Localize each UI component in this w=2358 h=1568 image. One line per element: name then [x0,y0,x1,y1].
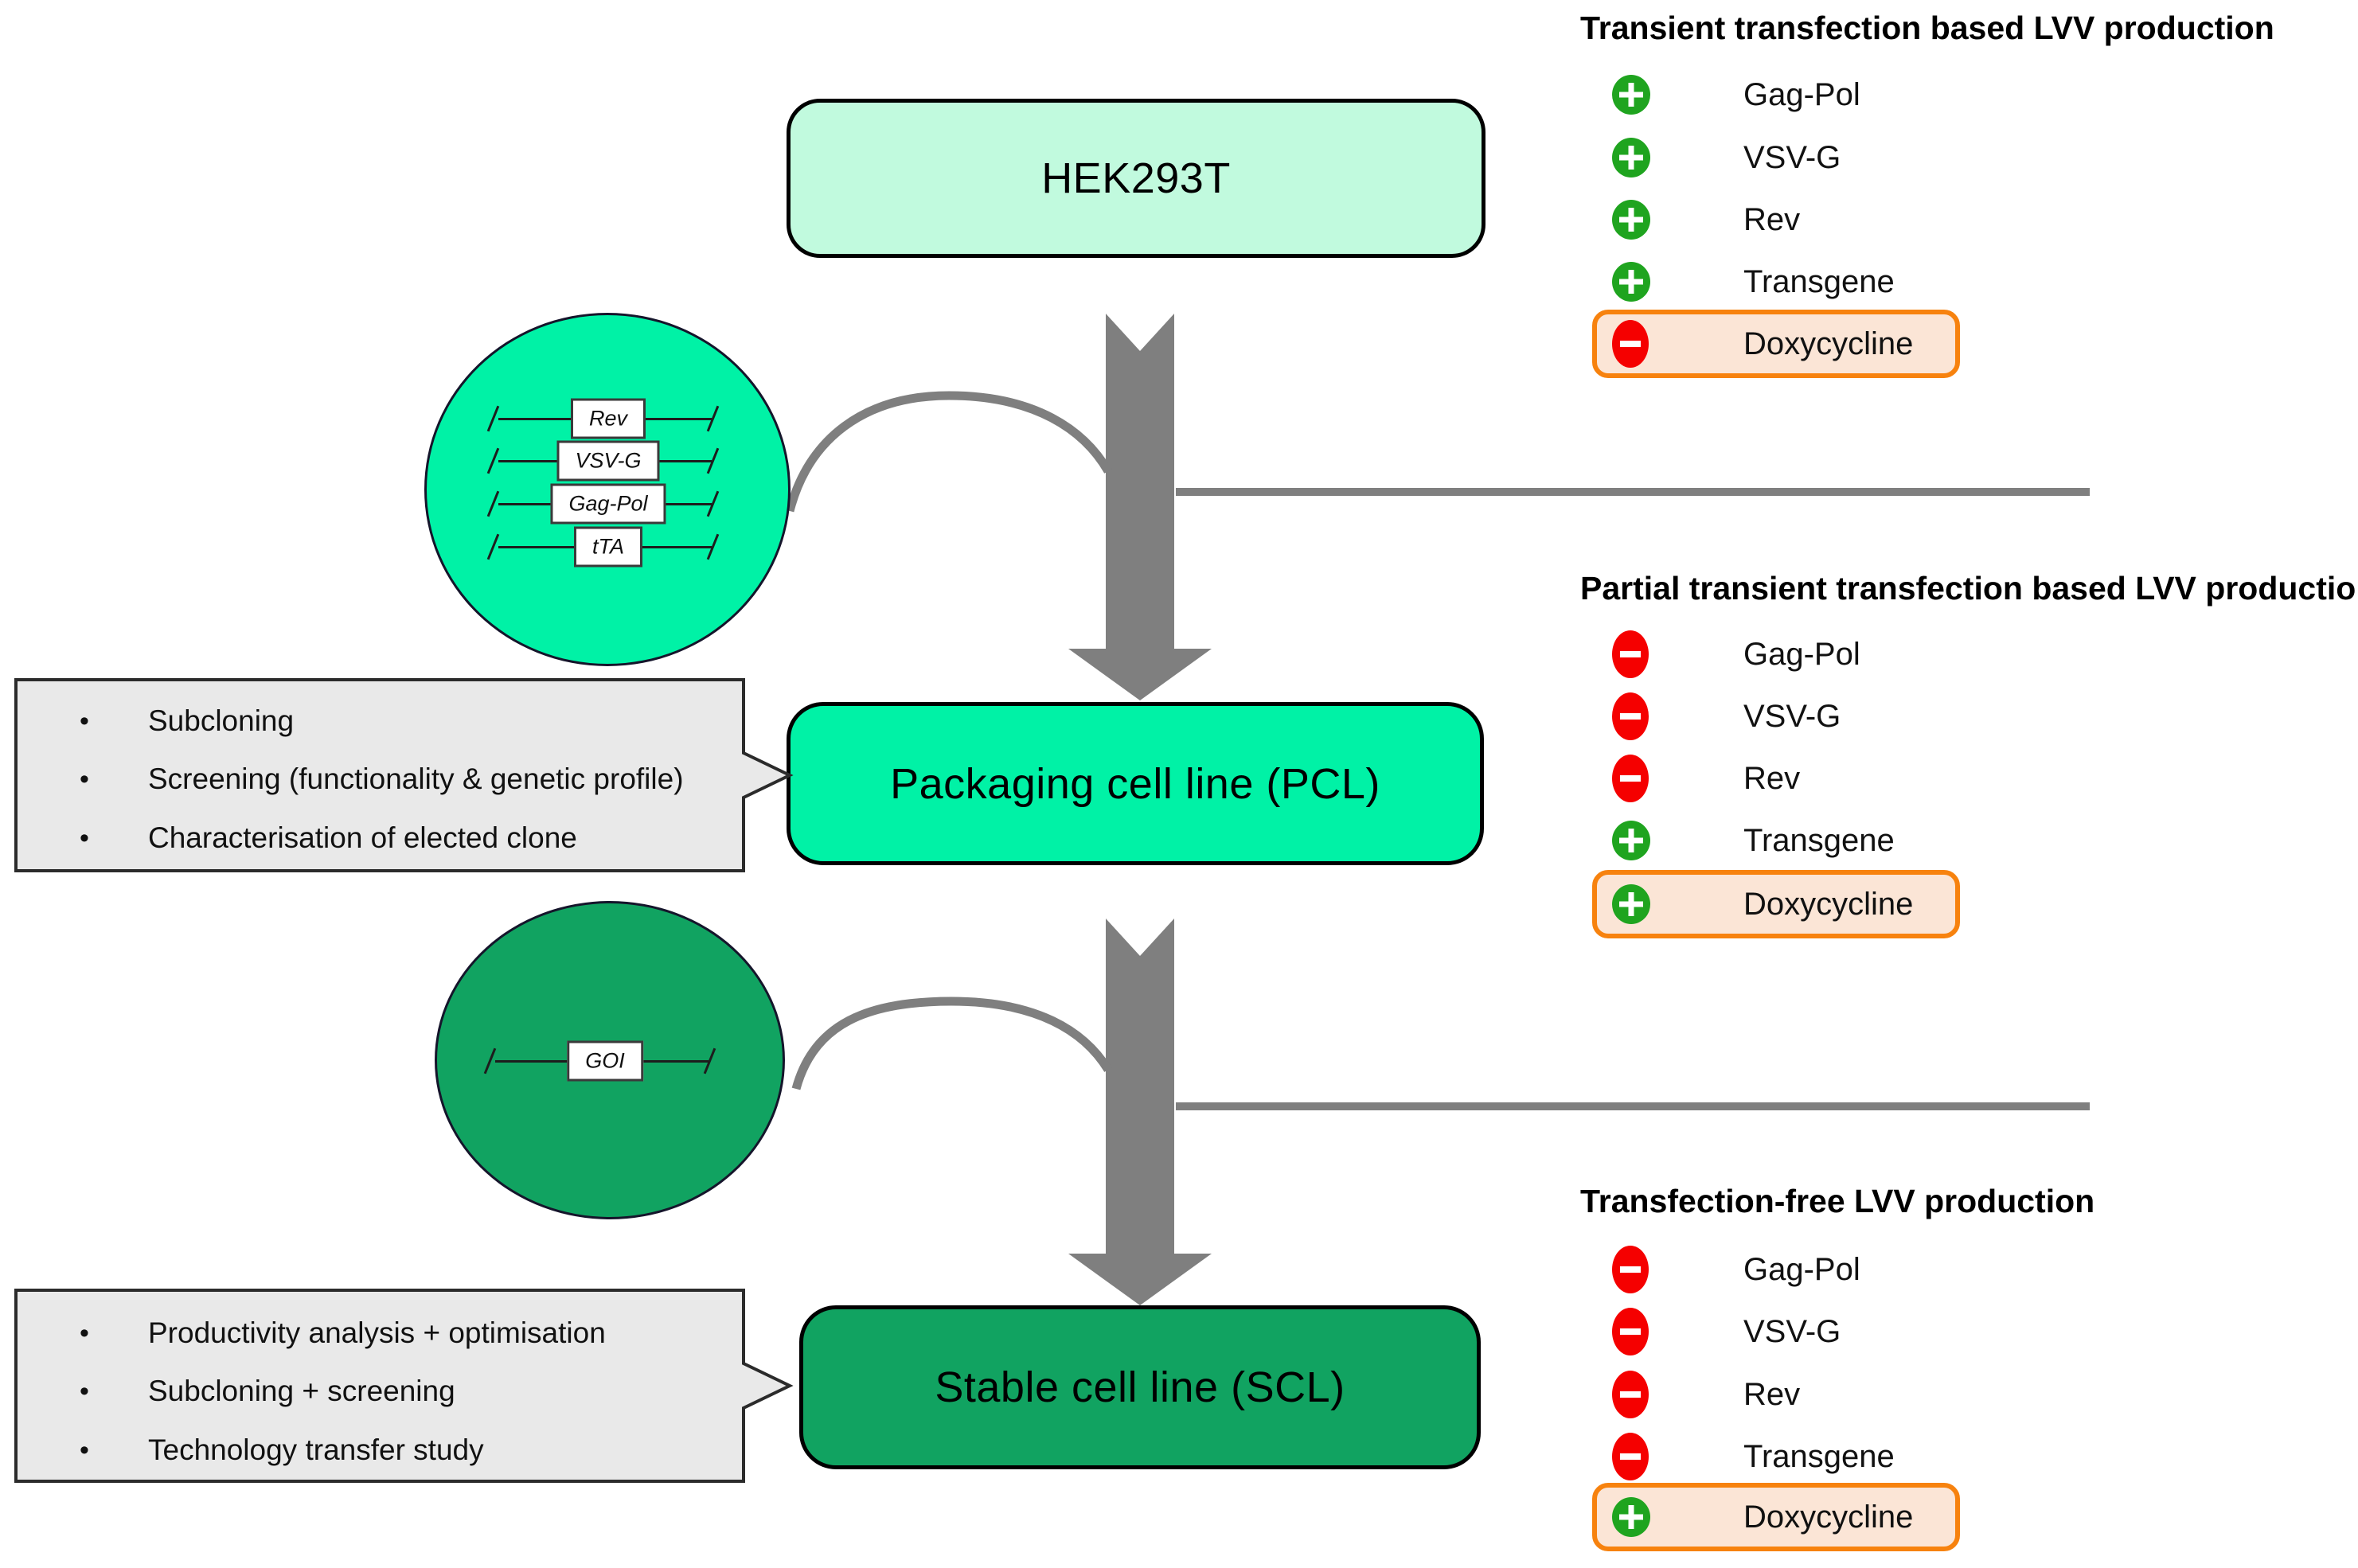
callout-item-text: Subcloning + screening [148,1375,455,1407]
scl-steps-callout: • Productivity analysis + optimisation •… [14,1288,802,1484]
hek293t-node: HEK293T [787,99,1485,258]
legend-title: Transient transfection based LVV product… [1580,10,2274,46]
legend-row: Transgene [1580,1422,2356,1491]
gene-label: VSV-G [556,440,660,482]
legend-title: Partial transient transfection based LVV… [1580,570,2358,607]
legend-transient: Transient transfection based LVV product… [1580,10,2356,384]
minus-icon [1612,630,1649,678]
legend-partial-transient: Partial transient transfection based LVV… [1580,570,2358,944]
minus-icon [1612,320,1649,368]
legend-row: VSV-G [1580,682,2356,751]
callout-item-text: Screening (functionality & genetic profi… [148,763,684,795]
legend-row-label: VSV-G [1743,699,1841,734]
legend-row: Rev [1580,1360,2356,1429]
hek293t-label: HEK293T [1041,154,1231,202]
legend-row-label: Rev [1743,1377,1801,1412]
legend-row-label: Doxycycline [1743,326,1914,361]
legend-row-label: Rev [1743,202,1801,237]
legend-title: Transfection-free LVV production [1580,1183,2095,1219]
legend-row-label: VSV-G [1743,140,1841,175]
legend-row: Gag-Pol [1580,620,2356,688]
gene-label: Gag-Pol [550,483,666,525]
legend-row-label: Gag-Pol [1743,77,1860,112]
callout-item: • Productivity analysis + optimisation [80,1311,606,1355]
plus-icon [1612,262,1650,302]
callout-item-text: Technology transfer study [148,1433,484,1466]
legend-row: Doxycycline [1580,870,2356,938]
callout-item: • Characterisation of elected clone [80,816,577,860]
minus-icon [1612,1433,1649,1480]
legend-row-label: Doxycycline [1743,1500,1914,1535]
bullet-icon: • [80,763,89,794]
callout-item: • Technology transfer study [80,1428,484,1472]
legend-row-label: Doxycycline [1743,887,1914,922]
legend-row-label: Transgene [1743,1439,1895,1474]
plus-icon [1612,1497,1650,1537]
legend-row: VSV-G [1580,123,2356,192]
legend-row: VSV-G [1580,1297,2356,1366]
legend-row: Transgene [1580,806,2356,875]
bullet-icon: • [80,1375,89,1406]
scl-label: Stable cell line (SCL) [935,1363,1345,1411]
plus-icon [1612,75,1650,115]
legend-row: Rev [1580,744,2356,813]
gene-label: tTA [574,526,642,568]
legend-row-label: Gag-Pol [1743,637,1860,672]
minus-icon [1612,1246,1649,1293]
legend-row: Gag-Pol [1580,60,2356,129]
minus-icon [1612,755,1649,802]
callout-bubble-shape [14,678,794,872]
legend-row-label: VSV-G [1743,1314,1841,1349]
stable-cell-line-node: Stable cell line (SCL) [799,1305,1481,1469]
doxycycline-highlight-box [1592,310,1960,378]
minus-icon [1612,692,1649,740]
flow-arrow-hek-to-pcl [1068,314,1212,700]
plasmid-curve-2 [791,997,1112,1090]
bullet-icon: • [80,822,89,853]
packaging-cell-line-node: Packaging cell line (PCL) [787,702,1484,865]
callout-item-text: Characterisation of elected clone [148,821,577,854]
bullet-icon: • [80,1434,89,1465]
flow-arrow-pcl-to-scl [1068,919,1212,1305]
legend-row: Rev [1580,185,2356,254]
gene-label: GOI [567,1040,643,1082]
plus-icon [1612,821,1650,860]
plus-icon [1612,200,1650,240]
legend-row: Doxycycline [1580,1483,2356,1551]
pcl-steps-callout: • Subcloning • Screening (functionality … [14,677,802,873]
legend-transfection-free: Transfection-free LVV production Gag-Pol… [1580,1183,2356,1557]
callout-bubble-shape [14,1289,794,1483]
legend-row-label: Gag-Pol [1743,1252,1860,1287]
minus-icon [1612,1308,1649,1355]
callout-item: • Screening (functionality & genetic pro… [80,757,684,802]
callout-item: • Subcloning [80,699,294,743]
pcl-label: Packaging cell line (PCL) [890,759,1380,808]
legend-row: Gag-Pol [1580,1235,2356,1304]
minus-icon [1612,1371,1649,1418]
callout-item-text: Subcloning [148,704,295,737]
callout-item: • Subcloning + screening [80,1369,455,1414]
bullet-icon: • [80,1317,89,1348]
legend-row-label: Transgene [1743,823,1895,858]
doxycycline-highlight-box [1592,1483,1960,1551]
callout-item-text: Productivity analysis + optimisation [148,1316,606,1349]
legend-row-label: Rev [1743,761,1801,796]
bullet-icon: • [80,705,89,736]
legend-row: Doxycycline [1580,310,2356,378]
plus-icon [1612,884,1650,924]
legend-row: Transgene [1580,248,2356,316]
plus-icon [1612,138,1650,177]
legend-row-label: Transgene [1743,264,1895,299]
plasmid-curve-1 [785,391,1112,513]
gene-label: Rev [570,398,646,439]
doxycycline-highlight-box [1592,870,1960,938]
